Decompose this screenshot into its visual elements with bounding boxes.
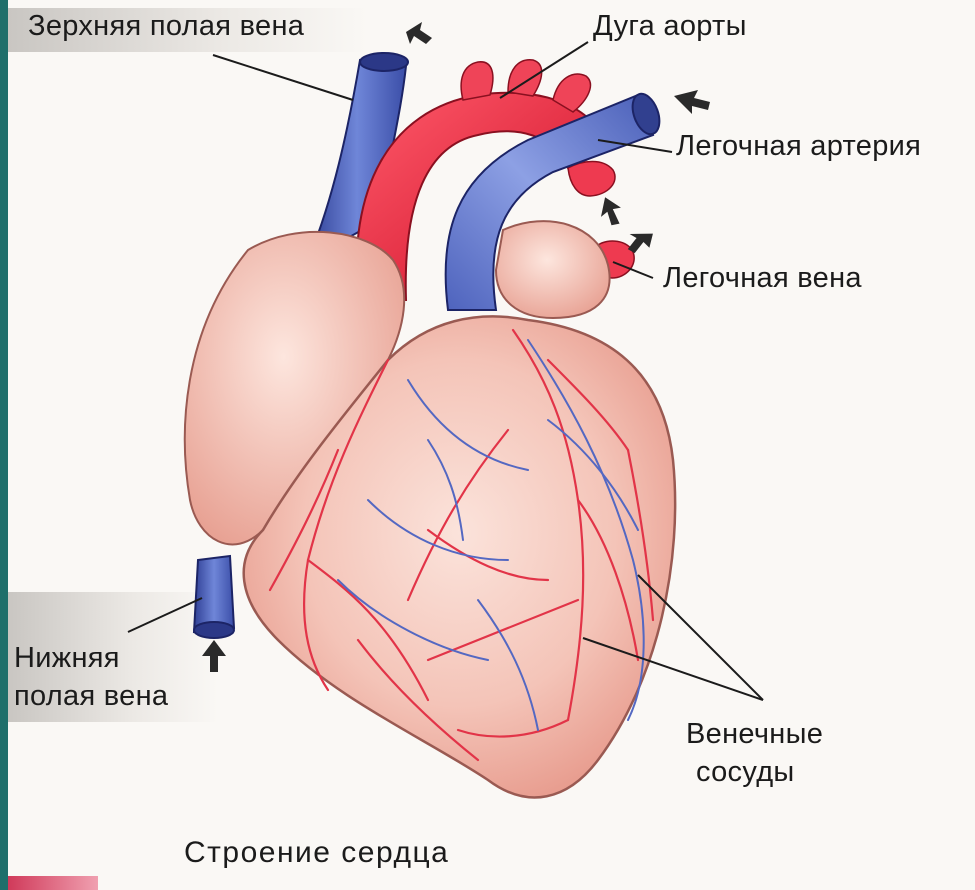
label-aortic-arch: Дуга аорты <box>593 10 747 43</box>
leader-svc <box>213 55 353 100</box>
arrow-svc <box>406 22 432 44</box>
inferior-vena-cava <box>194 556 234 638</box>
arrow-ivc <box>202 640 226 672</box>
figure-caption: Строение сердца <box>184 836 449 871</box>
arrow-pulmonary-down <box>594 193 627 229</box>
bottom-decorative-strip <box>8 876 98 890</box>
leader-ivc <box>128 598 202 632</box>
diagram-frame: Зерхняя полая вена Дуга аорты Легочная а… <box>8 0 975 890</box>
label-inferior-vena-cava-line1: Нижняя <box>14 642 120 675</box>
label-pulmonary-artery: Легочная артерия <box>676 130 921 163</box>
label-superior-vena-cava: Зерхняя полая вена <box>28 10 304 43</box>
label-pulmonary-vein: Легочная вена <box>663 262 862 295</box>
label-coronary-vessels-line1: Венечные <box>686 718 823 751</box>
arrow-pulmonary-artery <box>674 90 710 114</box>
left-atrium <box>496 221 610 318</box>
label-inferior-vena-cava-line2: полая вена <box>14 680 168 713</box>
label-coronary-vessels-line2: сосуды <box>696 756 795 789</box>
